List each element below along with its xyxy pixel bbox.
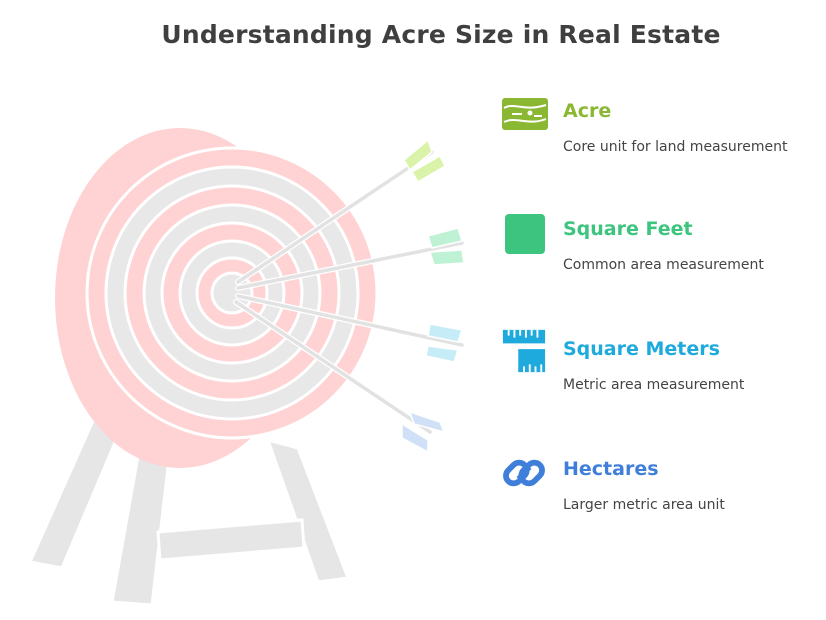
label-hectares: Hectares bbox=[563, 458, 659, 480]
arrow-hectares bbox=[233, 299, 446, 454]
arrow-square-meters bbox=[235, 293, 465, 363]
link-icon bbox=[503, 459, 545, 487]
legend-item-square-meters: Square Meters Metric area measurement bbox=[500, 329, 826, 434]
target-stand bbox=[27, 403, 351, 607]
description-acre: Core unit for land measurement bbox=[563, 139, 788, 155]
description-square-meters: Metric area measurement bbox=[563, 377, 745, 393]
legend-item-acre: Acre Core unit for land measurement bbox=[500, 96, 826, 196]
description-hectares: Larger metric area unit bbox=[563, 497, 725, 513]
target-rings bbox=[85, 146, 379, 440]
ruler-icon bbox=[502, 329, 546, 373]
label-acre: Acre bbox=[563, 100, 612, 122]
legend-item-square-feet: Square Feet Common area measurement bbox=[500, 214, 826, 314]
description-square-feet: Common area measurement bbox=[563, 257, 764, 273]
field-map-icon bbox=[502, 98, 548, 130]
archery-target-illustration bbox=[27, 128, 465, 607]
legend-item-hectares: Hectares Larger metric area unit bbox=[500, 454, 826, 554]
label-square-meters: Square Meters bbox=[563, 338, 720, 360]
arrow-square-feet bbox=[235, 227, 465, 291]
square-icon bbox=[505, 214, 545, 254]
label-square-feet: Square Feet bbox=[563, 218, 693, 240]
diagram-title: Understanding Acre Size in Real Estate bbox=[161, 20, 721, 49]
arrow-acre bbox=[235, 138, 446, 285]
